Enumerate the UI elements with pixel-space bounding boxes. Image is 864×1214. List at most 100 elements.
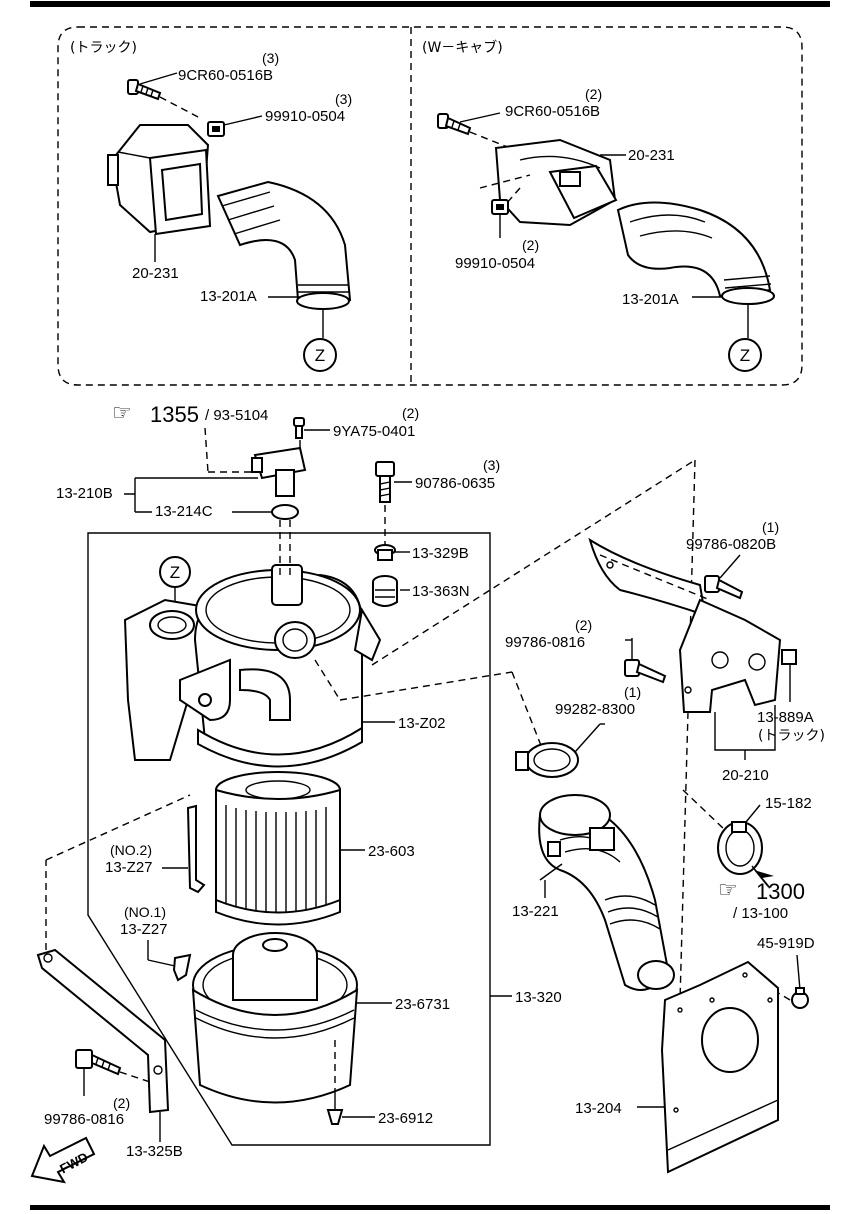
label-20-210: 20-210 (722, 767, 769, 784)
see-ref-1355-page[interactable]: 1355 (150, 402, 199, 427)
wcab-hose-label: 13-201A (622, 291, 679, 308)
bolt-99786-0816-right-icon (624, 659, 667, 684)
label-45-919d: 45-919D (757, 935, 815, 952)
sensor-icon (251, 440, 307, 497)
truck-bolt-qty: (3) (262, 50, 279, 66)
band-15-182-icon (717, 821, 763, 875)
label-23-6912: 23-6912 (378, 1110, 433, 1127)
bracket-20-210-icon (588, 537, 797, 713)
bottom-rule (30, 1205, 830, 1210)
truck-inset: (トラック) (3) 9CR60-0516B (3) 99910-0504 20… (70, 40, 352, 372)
wcab-hose-icon (616, 201, 775, 305)
truck-hose-label: 13-201A (200, 288, 257, 305)
see-ref-1300-page[interactable]: 1300 (756, 879, 805, 904)
label-13-889a: 13-889A (757, 709, 814, 726)
cover-13-204-icon (660, 960, 779, 1174)
bracket-13-325b-icon (36, 948, 170, 1114)
lower-case-icon (191, 932, 359, 1104)
screw-9ya75-icon (293, 417, 305, 439)
label-99786-0816-left-qty: (2) (113, 1095, 130, 1111)
label-9ya75: 9YA75-0401 (333, 423, 415, 440)
oring-icon (271, 504, 299, 520)
truck-duct-icon (107, 124, 212, 236)
frame-13-320 (87, 532, 491, 1146)
label-13-329b: 13-329B (412, 545, 469, 562)
truck-ref-z (303, 338, 337, 372)
label-90786: 90786-0635 (415, 475, 495, 492)
hand-pointer-icon: ☞ (112, 400, 132, 425)
top-rule (30, 1, 830, 7)
hand-pointer-icon-2: ☞ (718, 877, 738, 902)
truck-duct-label: 20-231 (132, 265, 179, 282)
label-99786-0820b: 99786-0820B (686, 536, 776, 553)
bolt-99786-0820b-icon (704, 575, 744, 600)
truck-clip-label: 99910-0504 (265, 108, 345, 125)
inset-frame (57, 26, 803, 386)
wcab-clip-icon (491, 199, 509, 215)
label-13-889a-note: (トラック) (758, 728, 825, 744)
label-13-320: 13-320 (515, 989, 562, 1006)
fwd-arrow-icon: FWD (30, 1136, 96, 1184)
bolt-99786-0816-left-icon (75, 1049, 122, 1076)
label-13-204: 13-204 (575, 1100, 622, 1117)
wcab-duct-icon (494, 138, 618, 227)
hose-13-221-icon (538, 794, 675, 991)
hose-clamp-icon (515, 742, 579, 778)
label-13-z27-no1: 13-Z27 (120, 921, 168, 938)
label-99786-0816-right-qty: (2) (575, 617, 592, 633)
wcab-ref-z-text: Z (740, 346, 750, 365)
collar-13-329b-icon (374, 544, 396, 561)
wcab-duct-label: 20-231 (628, 147, 675, 164)
wcab-inset: (W－キャブ) (2) 9CR60-0516B 20-231 (2) 99910… (422, 39, 775, 372)
label-9ya75-qty: (2) (402, 405, 419, 421)
label-99282-qty: (1) (624, 684, 641, 700)
label-99786-0816-left: 99786-0816 (44, 1111, 124, 1128)
label-13-363n: 13-363N (412, 583, 470, 600)
truck-ref-z-text: Z (315, 346, 325, 365)
label-23-6731: 23-6731 (395, 996, 450, 1013)
wcab-ref-z (728, 338, 762, 372)
label-15-182: 15-182 (765, 795, 812, 812)
wcab-clip-label: 99910-0504 (455, 255, 535, 272)
truck-bolt-icon (127, 79, 162, 101)
grommet-13-363n-icon (372, 575, 398, 607)
wcab-clip-qty: (2) (522, 237, 539, 253)
label-13-221: 13-221 (512, 903, 559, 920)
clip-no1-icon (172, 953, 192, 982)
see-ref-1355-sub: / 93-5104 (205, 407, 268, 424)
label-99786-0816-right: 99786-0816 (505, 634, 585, 651)
label-99282: 99282-8300 (555, 701, 635, 718)
clip-no2-icon (186, 804, 206, 894)
truck-bolt-label: 9CR60-0516B (178, 67, 273, 84)
drain-valve-icon (326, 1095, 344, 1125)
label-13-z27-no2: 13-Z27 (105, 859, 153, 876)
leader-sensor-ref (204, 427, 209, 473)
see-ref-1355[interactable]: ☞ 1355 / 93-5104 (112, 400, 268, 427)
label-13-325b: 13-325B (126, 1143, 183, 1160)
label-13-214c: 13-214C (155, 503, 213, 520)
truck-clip-icon (207, 121, 225, 137)
label-13-z27-no2-tag: (NO.2) (110, 842, 152, 858)
bolt-90786-icon (375, 461, 395, 503)
truck-hose-icon (216, 180, 352, 310)
see-ref-1300[interactable]: ☞ 1300 / 13-100 (718, 877, 805, 922)
wcab-bolt-label: 9CR60-0516B (505, 103, 600, 120)
label-99786-0820b-qty: (1) (762, 519, 779, 535)
wcab-bolt-icon (437, 113, 472, 136)
label-90786-qty: (3) (483, 457, 500, 473)
truck-clip-qty: (3) (335, 91, 352, 107)
main-ref-z-text: Z (170, 563, 180, 582)
label-13-210b: 13-210B (56, 485, 113, 502)
truck-title: (トラック) (70, 40, 137, 56)
label-13-z27-no1-tag: (NO.1) (124, 904, 166, 920)
wcab-title: (W－キャブ) (422, 39, 503, 56)
label-13-z02: 13-Z02 (398, 715, 446, 732)
clip-45-919d-icon (791, 987, 809, 1009)
bracket-13-210b (124, 477, 258, 513)
air-cleaner-cover-icon (123, 564, 382, 768)
see-ref-1300-sub: / 13-100 (733, 905, 788, 922)
label-23-603: 23-603 (368, 843, 415, 860)
wcab-bolt-qty: (2) (585, 86, 602, 102)
filter-element-icon (215, 771, 341, 926)
